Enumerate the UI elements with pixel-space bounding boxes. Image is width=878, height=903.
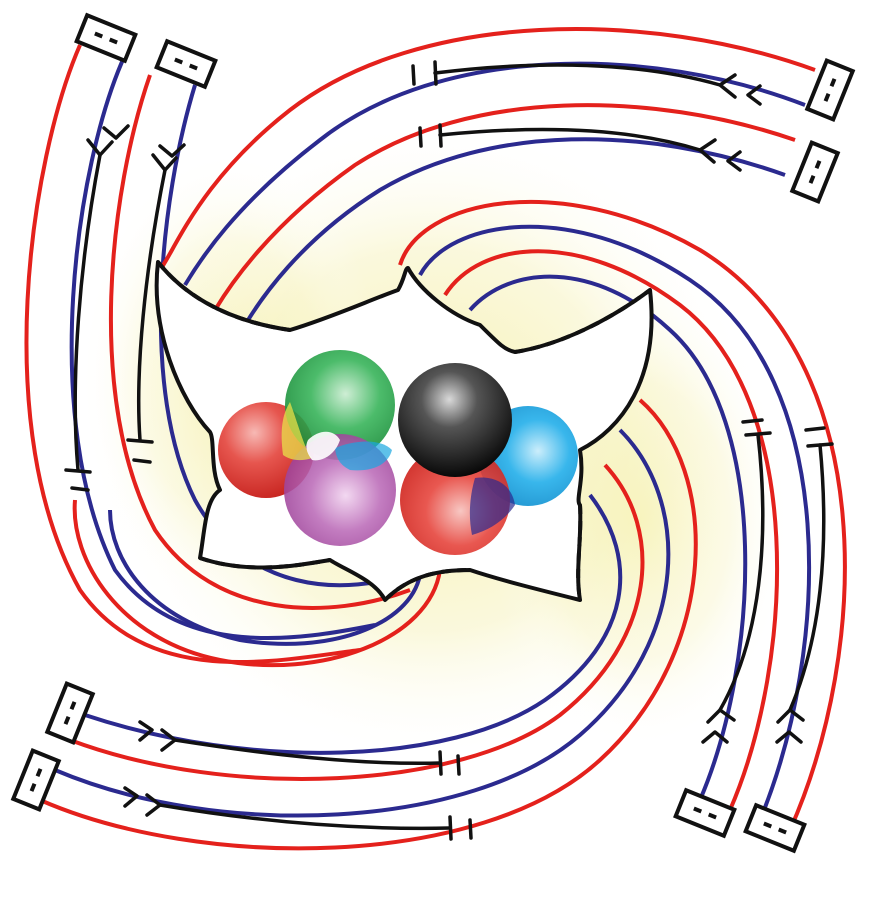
black-sphere bbox=[398, 363, 512, 477]
strand-r-2 bbox=[790, 445, 824, 710]
strand-tr-1 bbox=[435, 65, 720, 85]
